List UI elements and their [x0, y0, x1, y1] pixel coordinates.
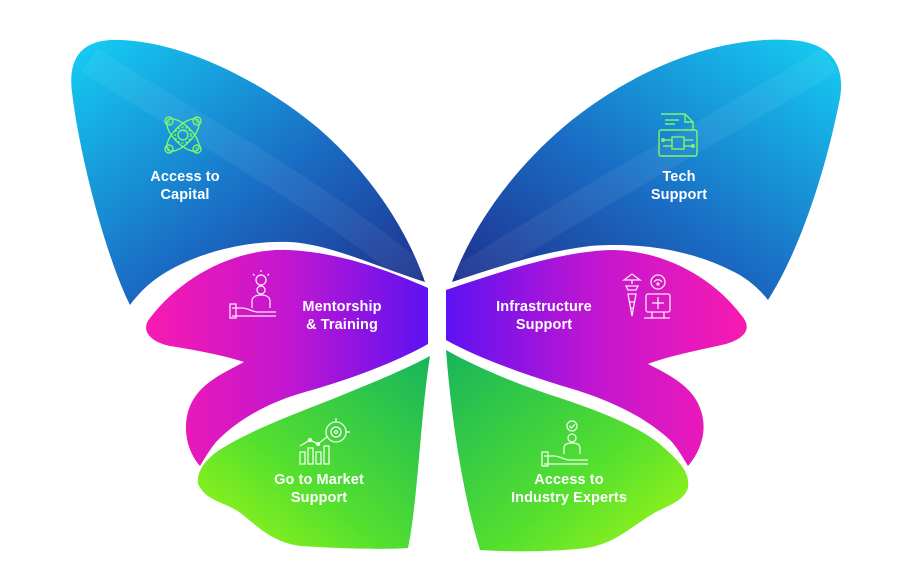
label-line-1: Mentorship: [302, 299, 382, 315]
label-line-1: Infrastructure: [496, 299, 592, 315]
money-network-icon: $ $ $ $: [164, 116, 202, 154]
label-line-2: Support: [515, 317, 573, 333]
wing-vein: [452, 47, 838, 292]
label-access-to-capital: Access to Capital: [125, 168, 245, 204]
label-line-2: Capital: [160, 187, 210, 203]
svg-text:$: $: [167, 119, 170, 125]
label-tech-support: Tech Support: [619, 168, 739, 204]
label-mentorship-training: Mentorship & Training: [282, 298, 402, 334]
label-go-to-market-support: Go to Market Support: [254, 471, 384, 507]
svg-text:$: $: [167, 147, 170, 153]
wing-vein: [82, 48, 429, 289]
wing-market: [197, 356, 430, 549]
infrastructure-icon: [622, 273, 671, 319]
label-line-2: Support: [290, 490, 348, 506]
wing-mentorship: [146, 249, 428, 466]
growth-target-icon: [299, 418, 350, 465]
svg-text:$: $: [195, 147, 198, 153]
expert-hand-icon: [541, 420, 588, 467]
label-line-1: Access to: [534, 472, 604, 488]
wing-experts: [446, 350, 689, 552]
idea-hand-icon: [229, 270, 276, 319]
label-line-2: & Training: [306, 317, 378, 333]
label-access-to-industry-experts: Access to Industry Experts: [494, 471, 644, 507]
svg-text:$: $: [195, 119, 198, 125]
label-line-2: Support: [650, 187, 708, 203]
label-infrastructure-support: Infrastructure Support: [474, 298, 614, 334]
label-line-1: Tech: [662, 169, 696, 185]
wing-infrastructure: [446, 250, 747, 466]
circuit-document-icon: [658, 113, 698, 157]
label-line-1: Go to Market: [274, 472, 364, 488]
label-line-2: Industry Experts: [510, 490, 628, 506]
label-line-1: Access to: [150, 169, 220, 185]
wing-capital: [71, 39, 426, 306]
wing-tech: [452, 39, 842, 301]
